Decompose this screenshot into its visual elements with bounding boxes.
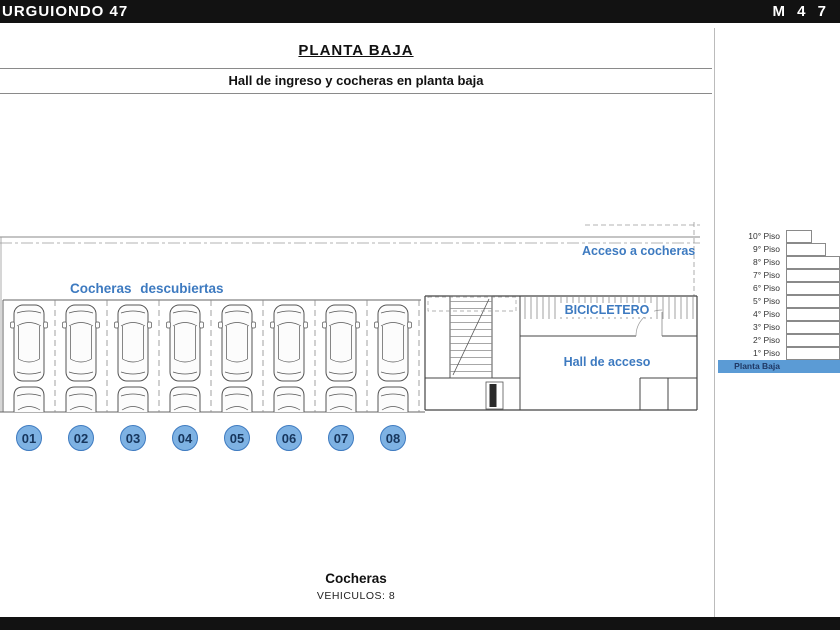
floor-row-2[interactable]: 2° Piso [718,334,840,347]
divider [0,93,712,94]
floor-row-5[interactable]: 5° Piso [718,295,840,308]
floor-label: 9° Piso [752,244,780,254]
label-hall-de-acceso: Hall de acceso [563,355,651,369]
floor-selector: 10° Piso 9° Piso 8° Piso 7° Piso 6° Piso… [718,230,840,373]
page-subtitle: Hall de ingreso y cocheras en planta baj… [228,73,484,88]
floor-row-6[interactable]: 6° Piso [718,282,840,295]
page-title: PLANTA BAJA [298,42,414,59]
divider [0,68,712,69]
floor-row-1[interactable]: 1° Piso [718,347,840,360]
label-cocheras-descubiertas: Cocheras descubiertas [70,281,224,296]
floor-row-8[interactable]: 8° Piso [718,256,840,269]
parking-space-number-07: 07 [328,425,354,451]
floor-elevation-box [786,230,812,243]
floor-label: 2° Piso [752,335,780,345]
floor-row-10[interactable]: 10° Piso [718,230,840,243]
floor-label: Planta Baja [734,361,780,371]
floor-elevation-box [786,321,840,334]
parking-space-number-08: 08 [380,425,406,451]
bottom-bar [0,617,840,630]
floor-elevation-box [786,334,840,347]
parking-space-number-04: 04 [172,425,198,451]
brand-logo: M 4 7 [772,3,830,20]
floor-label: 1° Piso [752,348,780,358]
parking-space-number-03: 03 [120,425,146,451]
floor-label: 7° Piso [752,270,780,280]
floor-label: 10° Piso [748,231,780,241]
floor-elevation-box [786,347,840,360]
project-name: URGUIONDO 47 [2,3,129,20]
floor-elevation-box [786,243,826,256]
stairs [427,295,517,379]
parking-space-number-06: 06 [276,425,302,451]
floor-label: 8° Piso [752,257,780,267]
floor-elevation-box [786,295,840,308]
floor-label: 6° Piso [752,283,780,293]
floor-row-4[interactable]: 4° Piso [718,308,840,321]
top-bar: URGUIONDO 47 M 4 7 [0,0,840,23]
floor-elevation-box [786,308,840,321]
parking-stalls [0,299,425,413]
floor-plan-drawing [0,222,700,413]
footer-title: Cocheras [325,571,387,586]
floor-elevation-box [786,256,840,269]
floor-row-7[interactable]: 7° Piso [718,269,840,282]
sidebar-divider [714,28,715,618]
elevator-door [485,381,504,410]
parking-space-number-05: 05 [224,425,250,451]
floor-row-9[interactable]: 9° Piso [718,243,840,256]
parking-space-number-01: 01 [16,425,42,451]
floor-label: 3° Piso [752,322,780,332]
label-acceso-cocheras: Acceso a cocheras [582,244,696,258]
label-bicicletero: BICICLETERO [520,303,694,317]
footer-vehicle-count: VEHICULOS: 8 [316,590,396,602]
floor-elevation-box [786,282,840,295]
site-boundary [0,222,700,412]
floor-row-3[interactable]: 3° Piso [718,321,840,334]
parking-space-number-02: 02 [68,425,94,451]
floor-row-planta-baja[interactable]: Planta Baja [718,360,840,373]
floor-elevation-box [786,269,840,282]
floor-label: 5° Piso [752,296,780,306]
floor-label: 4° Piso [752,309,780,319]
